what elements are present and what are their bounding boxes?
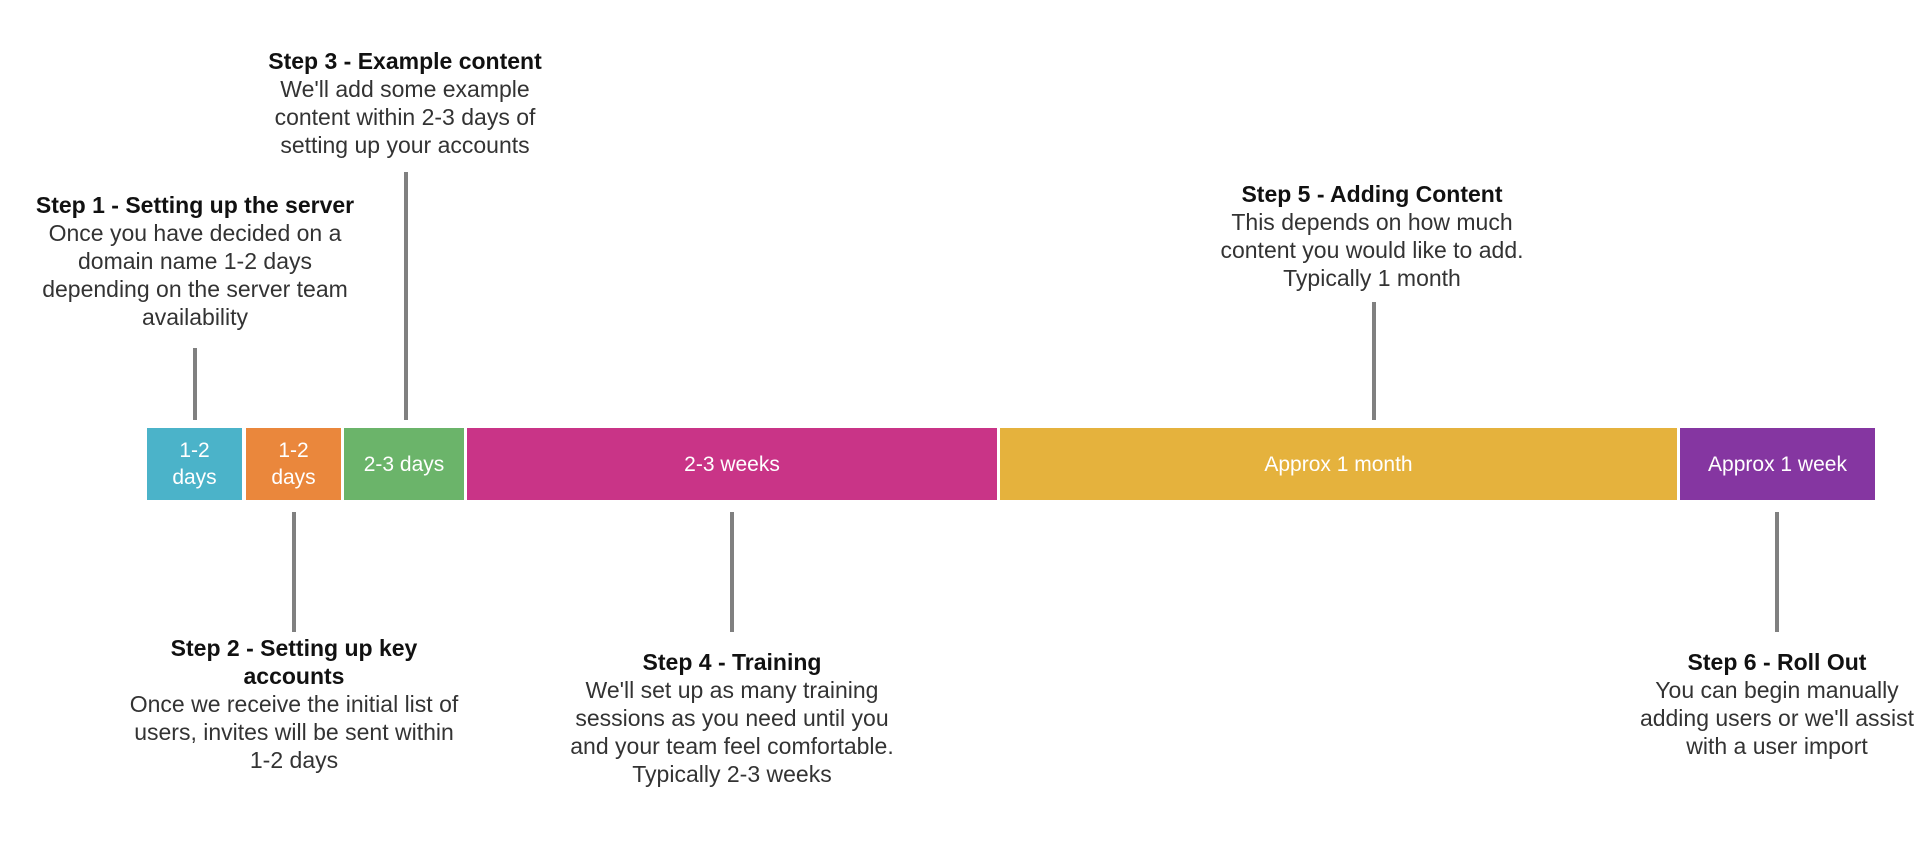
segment-step-3-label: 2-3 days <box>363 452 445 476</box>
note-step-5: Step 5 - Adding Content This depends on … <box>1197 180 1547 292</box>
segment-step-1: 1-2 days <box>147 428 242 500</box>
note-step-2-title: Step 2 - Setting up key accounts <box>170 635 418 689</box>
segment-step-5-label: Approx 1 month <box>1264 452 1413 476</box>
note-step-4-description: We'll set up as many training sessions a… <box>570 677 894 787</box>
note-step-3: Step 3 - Example content We'll add some … <box>255 47 555 159</box>
note-step-6-description: You can begin manually adding users or w… <box>1639 677 1915 759</box>
connector-step-1 <box>193 348 197 420</box>
connector-step-2 <box>292 512 296 632</box>
note-step-5-description: This depends on how much content you wou… <box>1220 209 1524 291</box>
note-step-1-description: Once you have decided on a domain name 1… <box>42 220 348 330</box>
connector-step-6 <box>1775 512 1779 632</box>
note-step-6: Step 6 - Roll Out You can begin manually… <box>1622 648 1932 760</box>
note-step-2: Step 2 - Setting up key accounts Once we… <box>124 634 464 774</box>
note-step-4: Step 4 - Training We'll set up as many t… <box>557 648 907 788</box>
note-step-2-description: Once we receive the initial list of user… <box>129 691 459 773</box>
note-step-4-title: Step 4 - Training <box>642 649 822 675</box>
connector-step-4 <box>730 512 734 632</box>
segment-step-4-label: 2-3 weeks <box>684 452 780 476</box>
note-step-3-title: Step 3 - Example content <box>268 48 542 74</box>
segment-step-2-label: 1-2 days <box>271 439 316 489</box>
segment-step-5: Approx 1 month <box>1000 428 1677 500</box>
note-step-1: Step 1 - Setting up the server Once you … <box>23 191 368 331</box>
segment-step-6: Approx 1 week <box>1680 428 1875 500</box>
note-step-6-title: Step 6 - Roll Out <box>1687 649 1867 675</box>
segment-step-2: 1-2 days <box>246 428 341 500</box>
connector-step-5 <box>1372 302 1376 420</box>
note-step-5-title: Step 5 - Adding Content <box>1241 181 1503 207</box>
note-step-1-title: Step 1 - Setting up the server <box>35 192 355 218</box>
segment-step-6-label: Approx 1 week <box>1708 452 1847 476</box>
note-step-3-description: We'll add some example content within 2-… <box>274 76 536 158</box>
segment-step-3: 2-3 days <box>344 428 464 500</box>
segment-step-4: 2-3 weeks <box>467 428 997 500</box>
connector-step-3 <box>404 172 408 420</box>
segment-step-1-label: 1-2 days <box>172 439 217 489</box>
